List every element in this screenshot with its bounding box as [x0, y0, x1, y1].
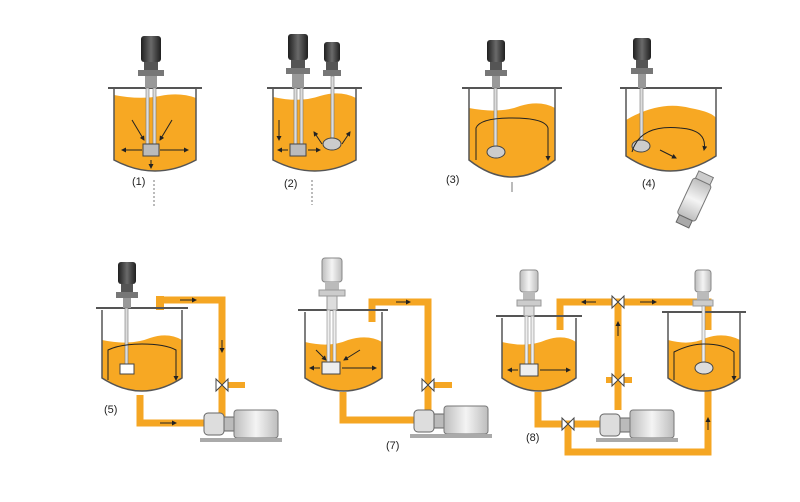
- pump-icon: [675, 170, 715, 229]
- config-4-vessel: [620, 38, 722, 229]
- flow-arrow-icon: [507, 299, 711, 430]
- config-7-system: [298, 257, 492, 438]
- motor-icon: [631, 38, 653, 88]
- config-label-4: (4): [642, 178, 656, 190]
- pump-icon: [596, 409, 678, 442]
- config-label-7: (7): [386, 440, 400, 452]
- flow-arrow-icon: [276, 120, 351, 153]
- pump-icon: [200, 409, 282, 442]
- motor-icon: [116, 262, 138, 308]
- motor-icon: [485, 40, 507, 88]
- config-2-vessel: [267, 34, 362, 205]
- pump-icon: [410, 405, 492, 438]
- config-label-3: (3): [446, 174, 460, 186]
- config-8-system: [496, 269, 746, 456]
- config-label-2: (2): [284, 178, 298, 190]
- flow-arrow-icon: [309, 299, 411, 371]
- flow-arrow-icon: [121, 119, 189, 169]
- motor-icon: [286, 34, 310, 88]
- config-1-vessel: [108, 36, 202, 208]
- motor-icon: [138, 36, 164, 88]
- flow-arrow-icon: [160, 297, 225, 426]
- config-label-1: (1): [132, 176, 146, 188]
- motor-icon: [323, 42, 341, 76]
- valve-icon: [421, 377, 435, 393]
- motor-icon: [692, 269, 714, 307]
- motor-icon: [516, 269, 542, 317]
- config-label-8: (8): [526, 432, 540, 444]
- motor-icon: [318, 257, 346, 311]
- config-label-5: (5): [104, 404, 118, 416]
- config-3-vessel: [462, 40, 562, 192]
- valve-icon: [215, 377, 229, 393]
- valve-icon: [561, 294, 625, 432]
- config-5-system: [96, 262, 282, 442]
